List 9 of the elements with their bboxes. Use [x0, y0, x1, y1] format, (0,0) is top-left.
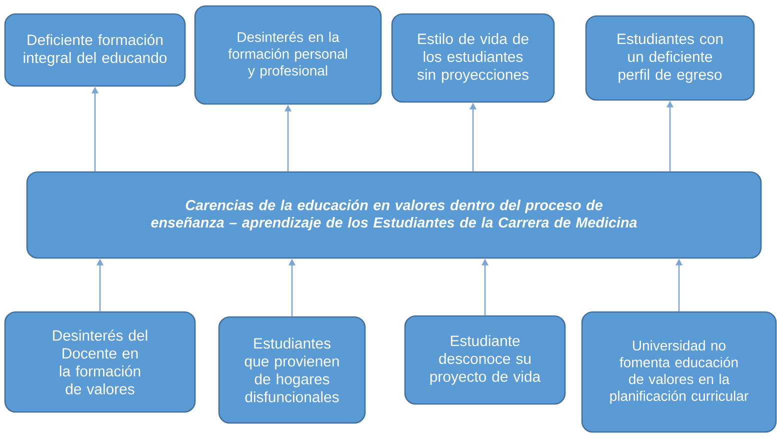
cause-box: Desinterés del Docente en la formación de valores: [4, 311, 196, 413]
cause-box: Estudiantes que provienen de hogares disfuncionales: [218, 316, 366, 424]
effect-box: Estudiantes con un deficiente perfil de egreso: [585, 15, 755, 101]
cause-box: Estudiante desconoce su proyecto de vida: [404, 315, 566, 405]
cause-box: Universidad no fomenta educación de valores en la planificación curricular: [581, 311, 777, 433]
effect-box: Deficiente formación integral del educando: [4, 13, 186, 87]
effect-box: Desinterés en la formación personal y profesional: [194, 5, 382, 105]
effect-box: Estilo de vida de los estudiantes sin proyecciones: [391, 13, 555, 103]
problem-box: Carencias de la educación en valores dentro del proceso de enseñanza – aprendizaje de los Estudiantes de la Carrera de Medicina: [26, 171, 762, 259]
